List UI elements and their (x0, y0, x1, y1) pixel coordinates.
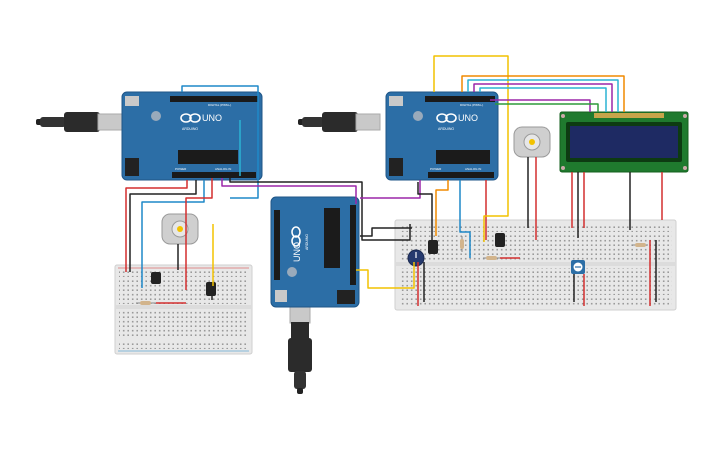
wire-blue (181, 85, 259, 199)
wire-purple (473, 83, 613, 112)
resistor-right-3-icon (632, 243, 648, 247)
dc-motor-right-icon (513, 126, 551, 158)
wire-purple (221, 178, 357, 204)
wire-yellow (356, 262, 415, 289)
wires (125, 55, 663, 306)
board-brand-text: ARDUINO (182, 127, 198, 131)
usb-cable-center (298, 112, 381, 132)
lcd-display (559, 111, 689, 173)
board-brand-text: ARDUINO (305, 234, 309, 250)
wire-orange (435, 180, 449, 236)
lcd-screen (570, 126, 678, 158)
arduino-board-right: UNO ARDUINO DIGITAL (PWM~) POWER ANALOG … (385, 91, 499, 181)
usb-cable-bottom (288, 302, 312, 394)
resistor-right-1-icon (460, 236, 464, 252)
resistor-left-icon (136, 301, 156, 305)
wire-cyan (467, 79, 619, 112)
usb-cable-left (36, 112, 123, 132)
board-brand-text: ARDUINO (438, 127, 454, 131)
board-logo-text: UNO (202, 113, 222, 123)
arduino-logo-icon (180, 113, 201, 123)
wire-black (229, 178, 411, 241)
arduino-logo-icon (436, 113, 457, 123)
wire-green (495, 103, 599, 112)
breadboard-right (394, 219, 677, 311)
header-analog-label: ANALOG IN (215, 167, 231, 171)
wire-blue (459, 180, 471, 258)
reset-button (125, 96, 139, 106)
breadboard-left (114, 264, 253, 355)
wire-purple (490, 99, 591, 112)
wire-cyan (479, 87, 607, 112)
header-digital-label: DIGITAL (PWM~) (460, 103, 483, 107)
wire-yellow (433, 55, 509, 242)
header-digital-label: DIGITAL (PWM~) (208, 103, 231, 107)
wire-black (360, 227, 412, 237)
wire-purple (360, 180, 421, 199)
header-power-label: POWER (175, 167, 187, 171)
wire-black (417, 182, 433, 240)
arduino-board-center: UNO ARDUINO (270, 196, 360, 308)
wire-blue (141, 180, 205, 288)
wire-red (185, 178, 213, 290)
potentiometer-round-icon (407, 249, 425, 267)
wire-red (125, 180, 188, 272)
wire-black (129, 180, 197, 272)
dc-motor-left-icon (161, 213, 199, 245)
sensor-left-2-icon (206, 282, 216, 296)
sensor-right-2-icon (495, 233, 505, 247)
board-logo-text: UNO (458, 113, 478, 123)
arduino-board-left: UNO ARDUINO DIGITAL (PWM~) POWER ANALOG … (121, 91, 263, 181)
header-analog-label: ANALOG IN (465, 167, 481, 171)
board-logo-text: UNO (292, 242, 302, 262)
sensor-right-1-icon (428, 240, 438, 254)
header-power-label: POWER (430, 167, 442, 171)
sensor-left-icon (151, 272, 161, 284)
trimmer-potentiometer-icon (571, 260, 585, 274)
wire-orange (461, 75, 625, 112)
resistor-right-2-icon (483, 256, 500, 260)
arduino-logo-icon (291, 226, 301, 247)
